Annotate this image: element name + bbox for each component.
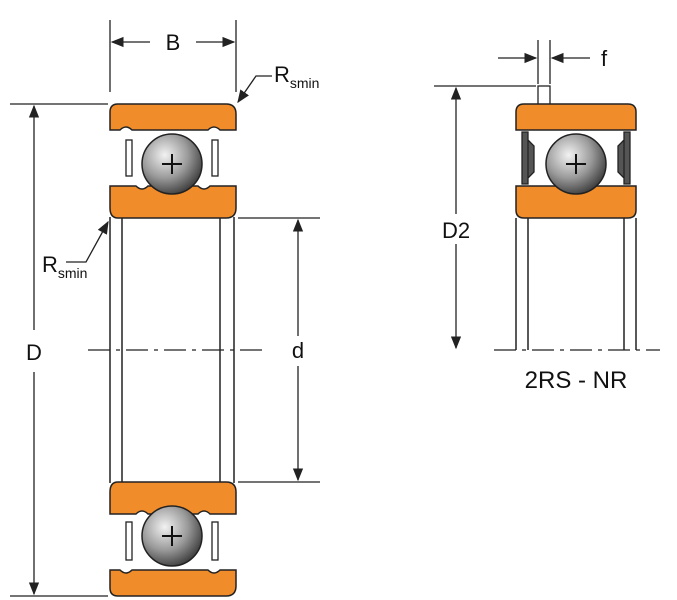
dimension-f: [498, 40, 590, 84]
dimension-d-outer: [10, 103, 108, 597]
top-outer-ring: [109, 103, 237, 131]
seal-ball-center-mark: [566, 154, 586, 174]
bottom-left-shield: [125, 521, 133, 561]
seal-variant-view: f D2 2RS - NR: [434, 40, 660, 394]
bottom-inner-ring: [109, 481, 237, 515]
seal-inner-ring: [515, 185, 637, 219]
dimension-d2: [434, 85, 536, 350]
radius-left-label: Rsmin: [42, 252, 87, 281]
seal-bore-lines: [515, 218, 637, 350]
bore-diameter-label: d: [292, 338, 304, 363]
left-rubber-seal: [521, 131, 535, 185]
top-right-shield: [211, 139, 219, 177]
radius-top-label: Rsmin: [274, 62, 319, 91]
right-rubber-seal: [617, 131, 631, 185]
bottom-right-shield: [211, 521, 219, 561]
main-section-view: B D d Rsmin Rsmin: [10, 20, 320, 597]
dimension-b: [109, 20, 237, 92]
outer-diameter-label: D: [26, 340, 42, 365]
top-left-shield: [125, 139, 133, 177]
width-label: B: [166, 30, 181, 55]
top-inner-ring: [109, 185, 237, 219]
shield-offset-label: f: [601, 46, 608, 71]
variant-caption: 2RS - NR: [525, 367, 628, 394]
top-ball-center-mark: [162, 154, 182, 174]
top-ring-section: [109, 103, 237, 219]
seal-outer-ring: [515, 103, 637, 131]
shield-diameter-label: D2: [442, 218, 470, 243]
radius-leader-left: [66, 220, 109, 263]
bottom-ball-center-mark: [162, 526, 182, 546]
bottom-outer-ring: [109, 569, 237, 597]
dimension-d-bore: [238, 217, 320, 483]
bottom-ring-section: [109, 481, 237, 597]
radius-leader-top: [237, 75, 272, 104]
